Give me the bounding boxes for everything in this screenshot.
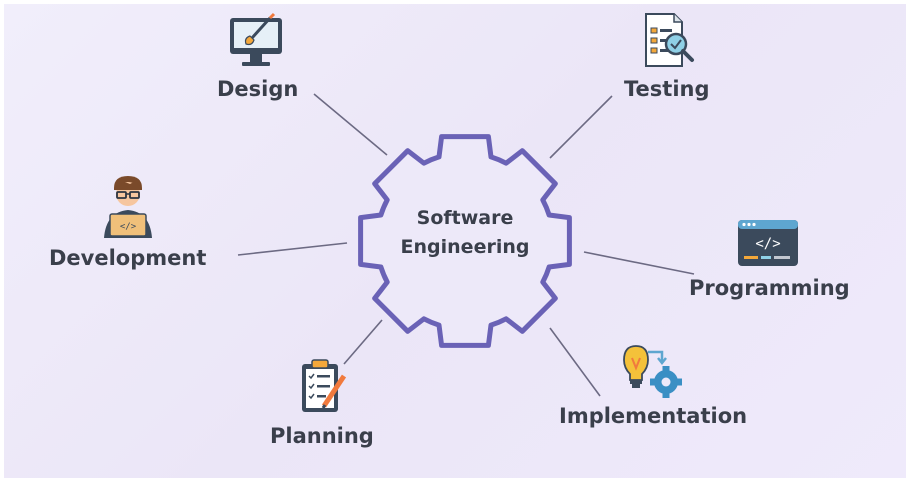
code-window-icon: </> bbox=[736, 218, 800, 272]
connector-implementation bbox=[549, 327, 601, 397]
connector-development bbox=[237, 242, 348, 256]
svg-text:</>: </> bbox=[120, 222, 137, 232]
bulb-gear-icon bbox=[622, 344, 684, 404]
gear-diagram bbox=[237, 93, 695, 397]
connector-design bbox=[313, 93, 388, 156]
diagram-canvas: Software Engineering Design bbox=[4, 4, 906, 478]
monitor-paintbrush-icon bbox=[228, 12, 284, 74]
label-development: Development bbox=[49, 246, 207, 270]
svg-text:</>: </> bbox=[755, 236, 780, 252]
label-design: Design bbox=[217, 77, 299, 101]
center-label: Software Engineering bbox=[385, 204, 545, 262]
clipboard-pencil-icon bbox=[298, 358, 350, 420]
developer-laptop-icon: </> bbox=[96, 172, 160, 246]
connector-programming bbox=[583, 251, 695, 275]
center-label-line1: Software bbox=[416, 207, 514, 229]
label-planning: Planning bbox=[270, 424, 374, 448]
label-testing: Testing bbox=[624, 77, 710, 101]
checklist-magnifier-icon bbox=[640, 12, 696, 74]
label-programming: Programming bbox=[689, 276, 850, 300]
connector-planning bbox=[343, 319, 383, 365]
center-label-line2: Engineering bbox=[400, 236, 530, 258]
label-implementation: Implementation bbox=[559, 404, 748, 428]
connector-testing bbox=[549, 95, 613, 159]
gear-outline bbox=[358, 134, 572, 348]
